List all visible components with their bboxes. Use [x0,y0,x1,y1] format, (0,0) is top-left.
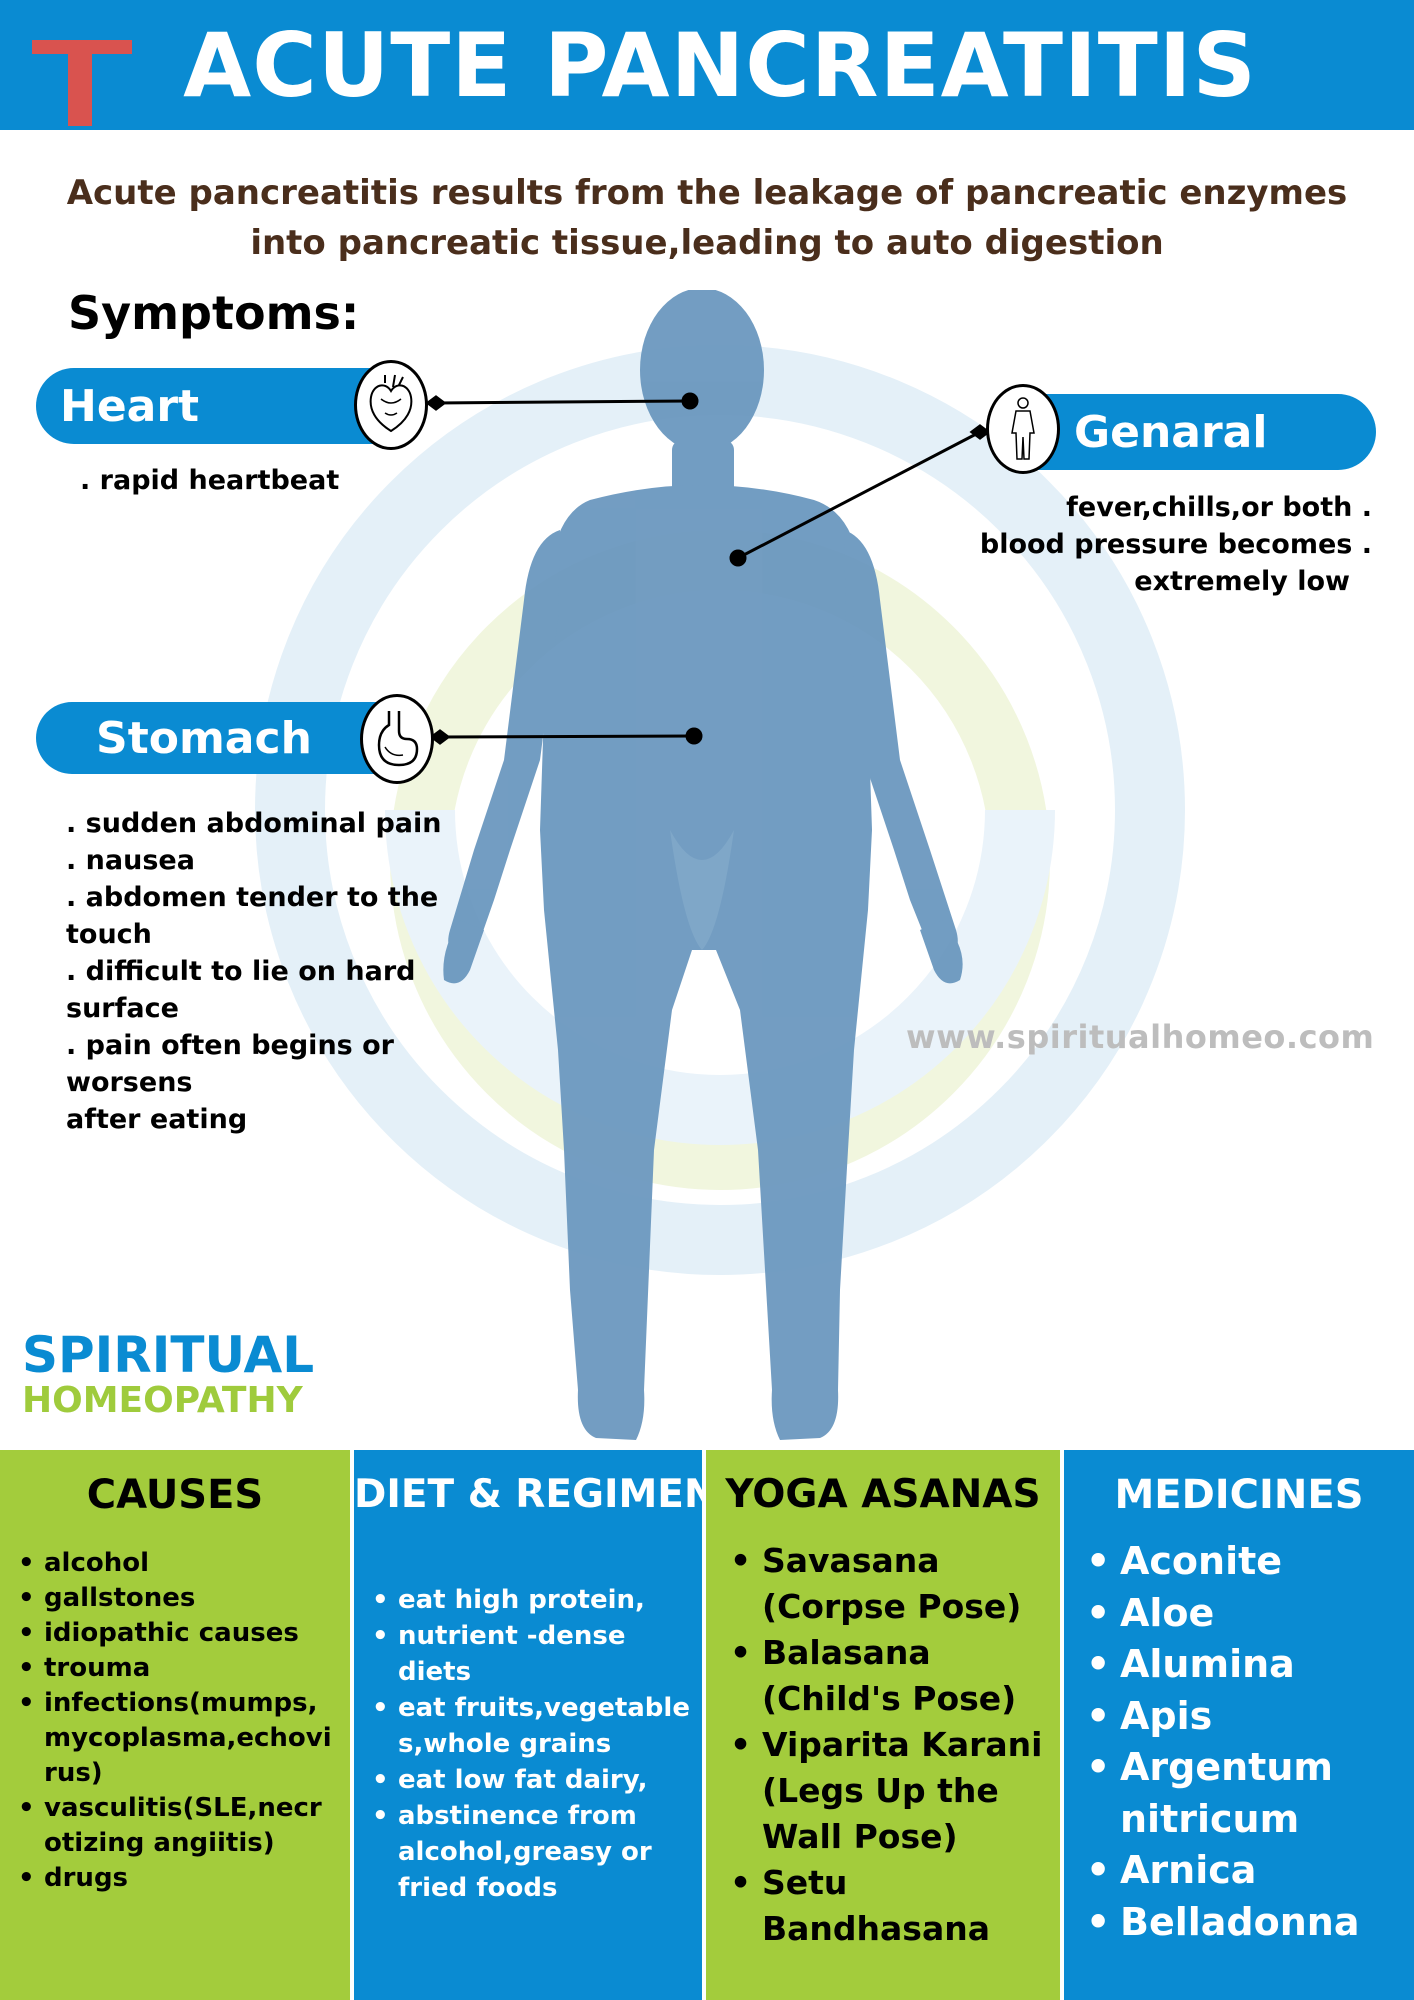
medicines-title: MEDICINES [1114,1472,1364,1518]
intro-line-1: Acute pancreatitis results from the leak… [66,173,1348,213]
list-item: Arnica [1086,1845,1406,1897]
list-item: Savasana (Corpse Pose) [730,1538,1060,1630]
diet-list: eat high protein, nutrient -dense diets … [372,1582,692,1906]
brand-name: SPIRITUAL [22,1326,315,1384]
human-body-figure [443,290,963,1440]
list-item: Alumina [1086,1639,1406,1691]
list-item: Aloe [1086,1588,1406,1640]
causes-list: alcohol gallstones idiopathic causes tro… [18,1546,338,1896]
causes-title: CAUSES [86,1472,264,1518]
list-item: eat fruits,vegetables,whole grains [372,1690,692,1762]
stomach-symptoms: . sudden abdominal pain . nausea . abdom… [66,805,526,1138]
page-title: ACUTE PANCREATITIS [183,14,1257,117]
stomach-symptom-line: . sudden abdominal pain [66,808,442,839]
heart-icon [354,360,428,450]
list-item: drugs [18,1861,338,1896]
list-item: eat low fat dairy, [372,1762,692,1798]
heart-symptom-line: . rapid heartbeat [80,465,340,496]
symptoms-heading: Symptoms: [68,286,360,340]
heart-symptoms: . rapid heartbeat [80,462,339,499]
header-banner [0,0,1414,130]
person-icon [986,384,1060,474]
medicines-list: Aconite Aloe Alumina Apis Argentum nitri… [1086,1536,1406,1948]
list-item: idiopathic causes [18,1616,338,1651]
causes-column: CAUSES alcohol gallstones idiopathic cau… [0,1450,350,2000]
list-item: Apis [1086,1691,1406,1743]
stomach-symptom-line: . nausea [66,845,195,876]
list-item: Belladonna [1086,1897,1406,1949]
diet-column: DIET & REGIMEN eat high protein, nutrien… [354,1450,717,2000]
list-item: eat high protein, [372,1582,692,1618]
heart-label: Heart [60,380,200,432]
general-symptoms: fever,chills,or both . blood pressure be… [960,489,1372,600]
intro-line-2: into pancreatic tissue,leading to auto d… [250,223,1164,263]
list-item: alcohol [18,1546,338,1581]
list-item: Argentum nitricum [1086,1742,1406,1845]
yoga-list: Savasana (Corpse Pose) Balasana (Child's… [730,1538,1060,1952]
list-item: trouma [18,1651,338,1686]
diet-title: DIET & REGIMEN [354,1472,717,1517]
stomach-label: Stomach [96,712,312,764]
list-item: Aconite [1086,1536,1406,1588]
yoga-title: YOGA ASANAS [725,1472,1041,1517]
general-symptom-line: blood pressure becomes . [979,529,1372,560]
yoga-column: YOGA ASANAS Savasana (Corpse Pose) Balas… [706,1450,1060,2000]
stomach-pill: Stomach [36,702,416,774]
general-label: Genaral [1074,406,1268,458]
heart-pill: Heart [36,368,416,444]
list-item: abstinence from alcohol,greasy or fried … [372,1798,692,1906]
stomach-symptom-line: . pain often begins or worsens [66,1030,394,1098]
stomach-symptom-line: . difficult to lie on hard [66,956,416,987]
t-logo-icon [32,40,132,126]
list-item: vasculitis(SLE,necrotizing angiitis) [18,1791,338,1861]
medicines-column: MEDICINES Aconite Aloe Alumina Apis Arge… [1064,1450,1414,2000]
brand-tagline: HOMEOPATHY [22,1380,303,1421]
list-item: Balasana (Child's Pose) [730,1630,1060,1722]
stomach-symptom-line: after eating [66,1104,248,1135]
stomach-symptom-line: surface [66,993,179,1024]
list-item: Viparita Karani (Legs Up the Wall Pose) [730,1722,1060,1860]
general-symptom-line: extremely low [1134,566,1350,597]
intro-text: Acute pancreatitis results from the leak… [40,168,1374,268]
stomach-icon [360,694,434,784]
list-item: infections(mumps,mycoplasma,echovirus) [18,1686,338,1791]
list-item: Setu Bandhasana [730,1860,1060,1952]
list-item: nutrient -dense diets [372,1618,692,1690]
list-item: gallstones [18,1581,338,1616]
general-symptom-line: fever,chills,or both . [1066,492,1372,523]
stomach-symptom-line: . abdomen tender to the touch [66,882,439,950]
website-url: www.spiritualhomeo.com [906,1018,1375,1056]
